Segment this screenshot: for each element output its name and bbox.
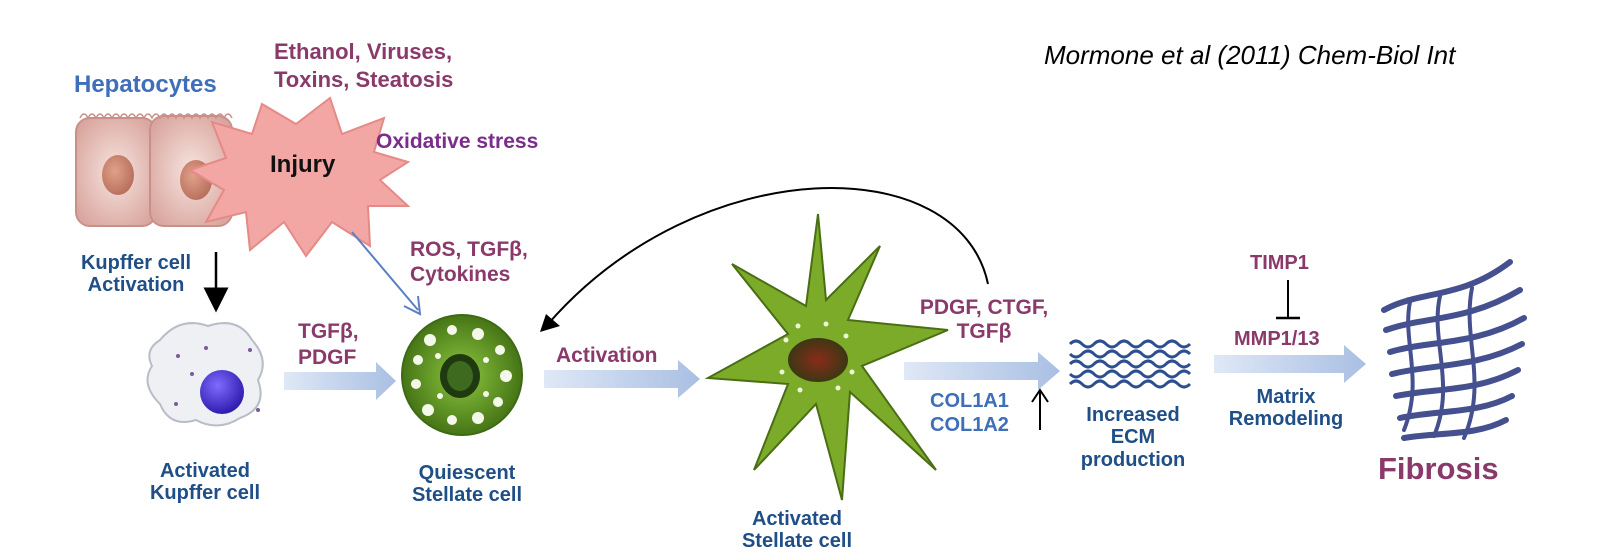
activated-stellate-label: Activated Stellate cell — [722, 508, 872, 553]
matrix-remodeling-label: Matrix Remodeling — [1216, 386, 1356, 431]
tgf-pdgf-line-1: TGFβ, — [298, 320, 359, 343]
injury-burst — [187, 96, 411, 258]
quiescent-line-2: Stellate cell — [411, 484, 523, 507]
activated-stellate-line-2: Stellate cell — [741, 530, 853, 553]
activated-kupffer-line-1: Activated — [159, 460, 251, 482]
col1a1-label: COL1A1 — [930, 390, 1009, 412]
ecm-fibers — [1068, 339, 1192, 389]
kupffer-activation-label: Kupffer cell Activation — [64, 252, 208, 297]
quiescent-stellate-label: Quiescent Stellate cell — [392, 462, 542, 507]
fibrosis-mesh — [1381, 259, 1527, 441]
ecm-line-3: production — [1080, 448, 1186, 471]
citation: Mormone et al (2011) Chem-Biol Int — [1044, 40, 1456, 70]
block-arrow-activation — [544, 360, 700, 398]
ecm-label: Increased ECM production — [1066, 404, 1200, 471]
activated-stellate-line-1: Activated — [751, 508, 843, 530]
pdgf-label: PDGF, CTGF, TGFβ — [904, 296, 1064, 343]
ecm-line-1: Increased — [1086, 404, 1180, 426]
block-arrow-tgf-pdgf — [284, 362, 396, 400]
kupffer-activation-line-2: Activation — [87, 274, 185, 297]
stressors-line-2: Toxins, Steatosis — [274, 67, 454, 92]
activated-kupffer-cell — [146, 322, 264, 427]
ecm-line-2: ECM — [1110, 426, 1156, 449]
col1a2-label: COL1A2 — [930, 414, 1009, 436]
timp1-label: TIMP1 — [1250, 252, 1309, 274]
ros-arrow — [351, 231, 422, 316]
quiescent-line-1: Quiescent — [418, 462, 516, 484]
timp1-inhibition — [1276, 280, 1300, 320]
tgf-pdgf-line-2: PDGF — [298, 346, 357, 369]
fibrosis-label: Fibrosis — [1378, 451, 1499, 486]
stressors-line-1: Ethanol, Viruses, — [274, 39, 453, 64]
ros-line-1: ROS, TGFβ, — [410, 238, 528, 261]
matrix-line-2: Remodeling — [1228, 408, 1344, 431]
block-arrow-ecm — [904, 352, 1060, 390]
activated-kupffer-label: Activated Kupffer cell — [130, 460, 280, 505]
up-arrow — [1031, 388, 1049, 430]
matrix-line-1: Matrix — [1256, 386, 1316, 408]
feedback-arrow — [540, 187, 989, 332]
quiescent-stellate-cell — [401, 314, 523, 436]
block-arrow-remodeling — [1214, 345, 1366, 383]
activated-stellate-cell — [704, 213, 949, 501]
injury-label: Injury — [270, 151, 336, 178]
mmp-label: MMP1/13 — [1234, 328, 1320, 350]
pdgf-line-2: TGFβ — [956, 319, 1012, 343]
kupffer-activation-line-1: Kupffer cell — [80, 252, 192, 274]
activation-label: Activation — [556, 344, 658, 367]
ros-line-2: Cytokines — [410, 263, 511, 286]
oxidative-stress-label: Oxidative stress — [376, 130, 539, 153]
activated-kupffer-line-2: Kupffer cell — [149, 482, 261, 505]
pdgf-line-1: PDGF, CTGF, — [919, 296, 1049, 319]
hepatocytes-label: Hepatocytes — [74, 71, 217, 98]
